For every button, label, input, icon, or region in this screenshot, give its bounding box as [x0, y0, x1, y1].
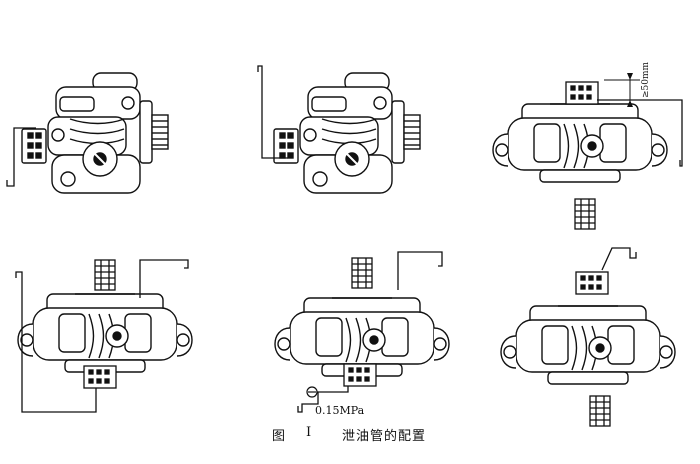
motor-bottom-left — [17, 293, 193, 373]
figure-title: 泄油管的配置 — [342, 429, 427, 444]
drain-pipe-top-middle — [257, 65, 288, 159]
gap-annotation: ≥50mm — [641, 61, 651, 98]
figure-label: 图 — [272, 429, 286, 444]
drain-pipe-bottom-left-a — [15, 271, 97, 413]
drain-pipe-bottom-right — [601, 247, 637, 271]
shaft-bottom-left — [94, 259, 116, 291]
figure-number: I — [306, 425, 312, 440]
motor-bottom-right — [500, 305, 676, 385]
drain-pipe-bottom-left-b — [139, 259, 189, 298]
drain-pipe-top-left — [6, 127, 36, 187]
port-bottom-right — [575, 271, 609, 295]
gap-arrow-upper — [627, 73, 633, 80]
pressure-annotation: 0.15MPa — [315, 404, 365, 417]
motor-top-middle — [273, 72, 421, 194]
motor-top-left — [21, 72, 169, 194]
port-top-right — [565, 81, 599, 105]
gap-arrow-lower — [627, 100, 633, 107]
drain-pipe-top-right — [597, 99, 683, 167]
check-valve-icon — [306, 386, 318, 398]
shaft-bottom-right — [589, 395, 611, 427]
drain-pipe-bottom-middle-b — [297, 386, 349, 413]
port-bottom-left — [83, 365, 117, 389]
drain-pipe-bottom-middle-a — [397, 251, 443, 290]
shaft-top-right — [574, 198, 596, 230]
motor-top-right — [492, 103, 668, 183]
shaft-bottom-middle — [351, 257, 373, 289]
port-bottom-middle — [343, 363, 377, 387]
